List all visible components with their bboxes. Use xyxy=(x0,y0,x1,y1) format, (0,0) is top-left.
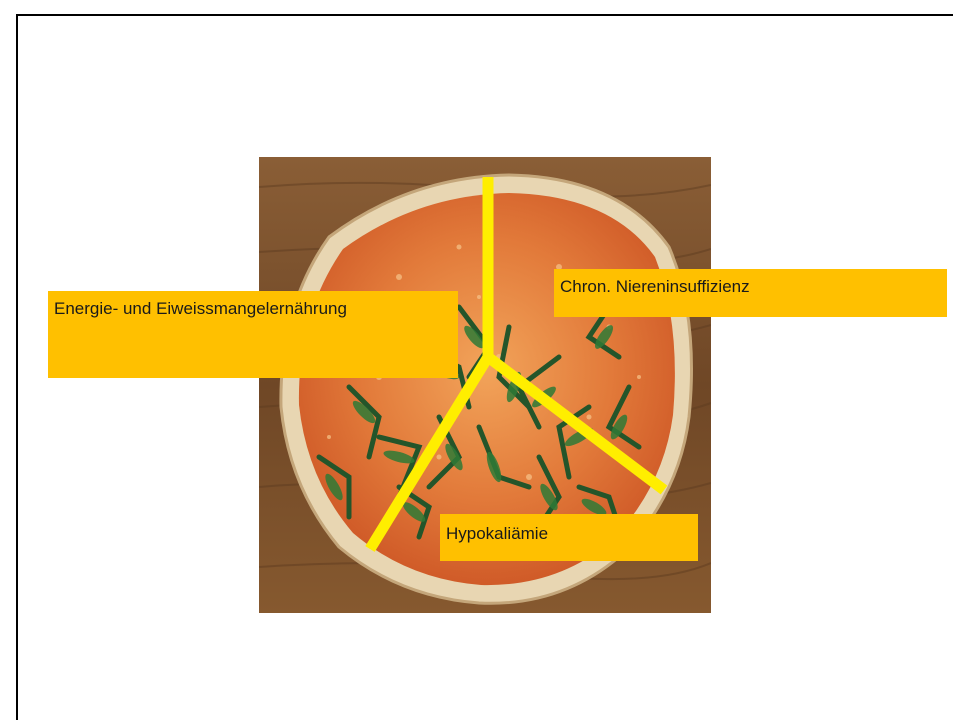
label-energy-text: Energie- und Eiweissmangelernährung xyxy=(54,299,347,318)
label-niere-text: Chron. Niereninsuffizienz xyxy=(560,277,750,296)
label-energy-protein-malnutrition: Energie- und Eiweissmangelernährung xyxy=(48,291,458,378)
label-chronic-kidney-insufficiency: Chron. Niereninsuffizienz xyxy=(554,269,947,317)
label-hypo-text: Hypokaliämie xyxy=(446,524,548,543)
label-hypokalemia: Hypokaliämie xyxy=(440,514,698,561)
